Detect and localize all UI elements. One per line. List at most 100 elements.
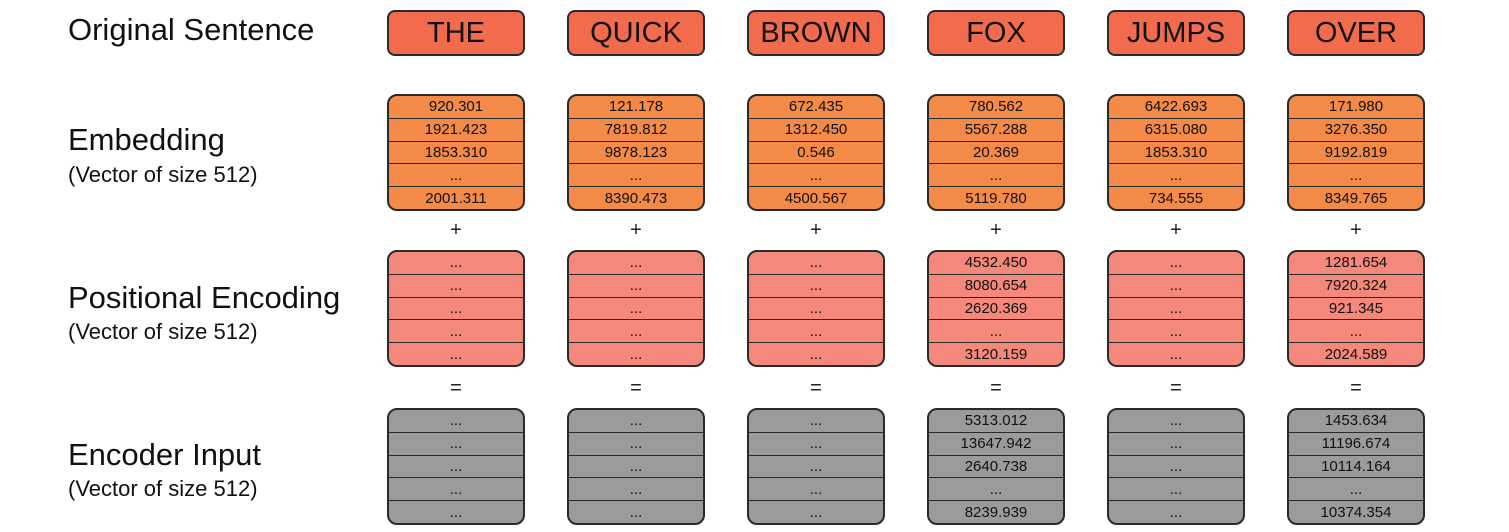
- word-token: QUICK: [567, 10, 705, 56]
- embedding-vector: 171.980 3276.350 9192.819 ... 8349.765: [1287, 94, 1425, 211]
- word-column: JUMPS 6422.693 6315.080 1853.310 ... 734…: [1107, 0, 1245, 532]
- vector-cell: ...: [749, 298, 883, 321]
- vector-cell: ...: [569, 410, 703, 433]
- embedding-vector: 920.301 1921.423 1853.310 ... 2001.311: [387, 94, 525, 211]
- plus-operator: +: [630, 219, 642, 241]
- vector-cell: ...: [749, 252, 883, 275]
- vector-cell: ...: [749, 275, 883, 298]
- encoder-input-vector: ... ... ... ... ...: [747, 408, 885, 525]
- vector-cell: 6315.080: [1109, 119, 1243, 142]
- vector-cell: ...: [1109, 478, 1243, 502]
- vector-cell: ...: [389, 433, 523, 456]
- vector-cell: ...: [629, 345, 643, 363]
- vector-cell: ...: [1109, 410, 1243, 433]
- equals-operator: =: [990, 377, 1002, 399]
- word-column: FOX 780.562 5567.288 20.369 ... 5119.780…: [927, 0, 1065, 532]
- positional-encoding-vector: 1281.654 7920.324 921.345 ... 2024.589: [1287, 250, 1425, 367]
- vector-cell: ...: [1109, 298, 1243, 321]
- vector-cell: 921.345: [1289, 298, 1423, 321]
- vector-cell: ...: [389, 456, 523, 479]
- vector-cell: 171.980: [1289, 96, 1423, 119]
- vector-cell: ...: [389, 478, 523, 502]
- vector-cell: 920.301: [389, 96, 523, 119]
- vector-cell: 20.369: [929, 142, 1063, 165]
- encoder-input-vector: ... ... ... ... ...: [387, 408, 525, 525]
- row-subtitle-positional-encoding: (Vector of size 512): [68, 319, 258, 344]
- vector-cell: ...: [449, 345, 463, 363]
- vector-cell: ...: [389, 164, 523, 188]
- vector-cell: ...: [569, 320, 703, 344]
- vector-cell: 5119.780: [965, 189, 1027, 207]
- row-title-original-sentence: Original Sentence: [68, 12, 315, 47]
- word-token: FOX: [927, 10, 1065, 56]
- vector-cell: 10374.354: [1320, 503, 1392, 521]
- vector-cell: 8080.654: [929, 275, 1063, 298]
- vector-cell: ...: [1169, 345, 1183, 363]
- vector-cell: 1853.310: [1109, 142, 1243, 165]
- vector-cell: 2024.589: [1324, 345, 1388, 363]
- vector-cell: ...: [569, 275, 703, 298]
- vector-cell: ...: [389, 298, 523, 321]
- vector-cell: ...: [449, 503, 463, 521]
- word-column: QUICK 121.178 7819.812 9878.123 ... 8390…: [567, 0, 705, 532]
- vector-cell: 8349.765: [1324, 189, 1388, 207]
- vector-cell: ...: [389, 410, 523, 433]
- vector-cell: 11196.674: [1289, 433, 1423, 456]
- word-column: THE 920.301 1921.423 1853.310 ... 2001.3…: [387, 0, 525, 532]
- vector-cell: ...: [929, 320, 1063, 344]
- vector-cell: ...: [809, 503, 823, 521]
- plus-operator: +: [1170, 219, 1182, 241]
- vector-cell: 672.435: [749, 96, 883, 119]
- vector-cell: ...: [569, 478, 703, 502]
- vector-cell: ...: [1109, 275, 1243, 298]
- vector-cell: 9878.123: [569, 142, 703, 165]
- vector-cell: ...: [749, 164, 883, 188]
- vector-cell: ...: [1109, 320, 1243, 344]
- vector-cell: 2620.369: [929, 298, 1063, 321]
- vector-cell: ...: [749, 478, 883, 502]
- word-token: BROWN: [747, 10, 885, 56]
- vector-cell: 1453.634: [1289, 410, 1423, 433]
- positional-encoding-vector: ... ... ... ... ...: [387, 250, 525, 367]
- positional-encoding-vector: ... ... ... ... ...: [567, 250, 705, 367]
- embedding-vector: 672.435 1312.450 0.546 ... 4500.567: [747, 94, 885, 211]
- vector-cell: 780.562: [929, 96, 1063, 119]
- vector-cell: ...: [929, 478, 1063, 502]
- vector-cell: 4500.567: [784, 189, 848, 207]
- equals-operator: =: [630, 377, 642, 399]
- vector-cell: ...: [1109, 433, 1243, 456]
- vector-cell: 5313.012: [929, 410, 1063, 433]
- vector-cell: ...: [749, 320, 883, 344]
- vector-cell: ...: [749, 410, 883, 433]
- vector-cell: ...: [629, 503, 643, 521]
- vector-cell: ...: [569, 164, 703, 188]
- vector-cell: ...: [389, 275, 523, 298]
- vector-cell: 4532.450: [929, 252, 1063, 275]
- vector-cell: 9192.819: [1289, 142, 1423, 165]
- plus-operator: +: [450, 219, 462, 241]
- vector-cell: ...: [1109, 164, 1243, 188]
- equals-operator: =: [1170, 377, 1182, 399]
- vector-cell: 10114.164: [1289, 456, 1423, 479]
- vector-cell: 8239.939: [964, 503, 1028, 521]
- vector-cell: ...: [389, 252, 523, 275]
- vector-cell: 734.555: [1148, 189, 1204, 207]
- vector-cell: ...: [1289, 320, 1423, 344]
- vector-cell: 6422.693: [1109, 96, 1243, 119]
- equals-operator: =: [450, 377, 462, 399]
- positional-encoding-vector: ... ... ... ... ...: [1107, 250, 1245, 367]
- vector-cell: 5567.288: [929, 119, 1063, 142]
- row-subtitle-encoder-input: (Vector of size 512): [68, 476, 258, 501]
- positional-encoding-vector: ... ... ... ... ...: [747, 250, 885, 367]
- vector-cell: 1921.423: [389, 119, 523, 142]
- vector-cell: ...: [809, 345, 823, 363]
- vector-cell: 3120.159: [964, 345, 1028, 363]
- vector-cell: ...: [569, 298, 703, 321]
- row-title-encoder-input: Encoder Input: [68, 437, 262, 472]
- equals-operator: =: [1350, 377, 1362, 399]
- vector-cell: 13647.942: [929, 433, 1063, 456]
- vector-cell: 7819.812: [569, 119, 703, 142]
- vector-cell: ...: [929, 164, 1063, 188]
- plus-operator: +: [990, 219, 1002, 241]
- row-title-embedding: Embedding: [68, 122, 225, 157]
